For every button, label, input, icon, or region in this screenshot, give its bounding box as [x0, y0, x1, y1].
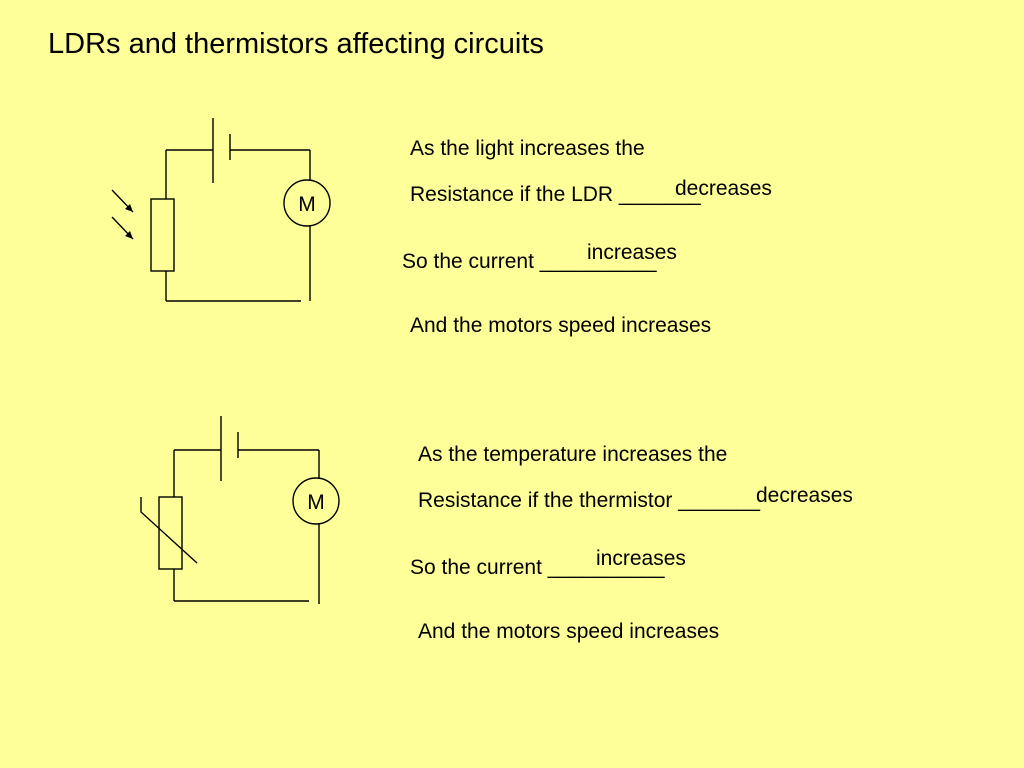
ldr-text-line3: So the current __________: [402, 250, 657, 273]
thermistor-text-line2: Resistance if the thermistor _______: [418, 489, 761, 512]
ldr-text-line2: Resistance if the LDR _______: [410, 183, 701, 206]
thermistor-symbol-diagonal: [140, 497, 198, 564]
thermistor-text-line3: So the current __________: [410, 556, 665, 579]
thermistor-motor-circle: [292, 477, 340, 525]
ldr-answer-resistance: decreases: [675, 177, 772, 200]
ldr-light-arrowhead-1: [125, 204, 133, 212]
slide-title: LDRs and thermistors affecting circuits: [48, 28, 544, 60]
ldr-resistor-body: [150, 198, 175, 272]
thermistor-text-line4: And the motors speed increases: [418, 620, 720, 643]
ldr-text-line4: And the motors speed increases: [410, 314, 712, 337]
ldr-text-line1: As the light increases the: [410, 137, 645, 160]
thermistor-answer-current: increases: [596, 547, 686, 570]
thermistor-text-line1: As the temperature increases the: [418, 443, 728, 466]
ldr-motor-circle: [283, 179, 331, 227]
thermistor-answer-resistance: decreases: [756, 484, 853, 507]
ldr-motor-label: M: [298, 193, 316, 216]
ldr-light-arrowhead-2: [125, 231, 133, 239]
ldr-answer-current: increases: [587, 241, 677, 264]
thermistor-resistor-body: [158, 496, 183, 570]
thermistor-motor-label: M: [307, 491, 325, 514]
